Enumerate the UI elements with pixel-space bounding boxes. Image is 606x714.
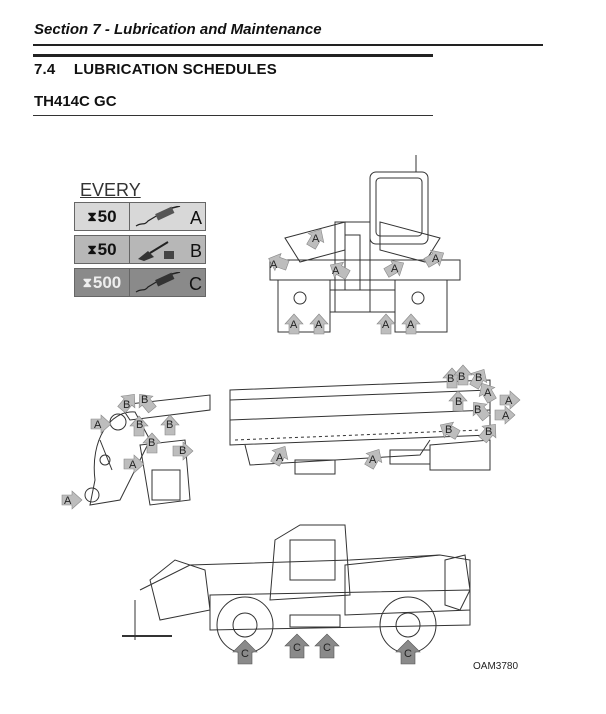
arrow-label-a: A bbox=[502, 410, 510, 422]
legend-code: B bbox=[130, 236, 205, 263]
arrow-label-b: B bbox=[485, 426, 492, 438]
arrow-label-a: A bbox=[64, 495, 72, 507]
arrow-label-b: B bbox=[136, 419, 143, 431]
brush-grease-icon bbox=[138, 241, 174, 261]
legend-code: A bbox=[130, 203, 205, 230]
arrow-label-a: A bbox=[369, 454, 377, 466]
hourglass-icon: ⧗ bbox=[87, 241, 97, 257]
arrow-label-a: A bbox=[505, 395, 513, 407]
boom-head-drawing bbox=[84, 394, 211, 506]
heading-number: 7.4 bbox=[34, 61, 56, 78]
arrow-label-a: A bbox=[94, 419, 102, 431]
arrow-label-c: C bbox=[404, 648, 412, 660]
arrow-label-a: A bbox=[407, 319, 415, 331]
arrow-label-c: C bbox=[293, 642, 301, 654]
rear-view-drawing bbox=[269, 155, 461, 333]
arrow-label-b: B bbox=[179, 445, 186, 457]
legend-code-letter: C bbox=[189, 274, 202, 294]
legend-code-letter: A bbox=[189, 208, 202, 228]
legend-code-letter: B bbox=[189, 241, 202, 261]
arrow-label-a: A bbox=[315, 319, 323, 331]
arrow-label-a: A bbox=[484, 387, 492, 399]
section-title: Section 7 - Lubrication and Maintenance bbox=[34, 21, 322, 38]
grease-gun-icon bbox=[135, 272, 181, 293]
legend-hours: ⧗ 50 bbox=[75, 236, 130, 263]
arrow-label-a: A bbox=[382, 319, 390, 331]
arrow-label-b: B bbox=[458, 371, 465, 383]
lubrication-legend: EVERY ⧗ 50 A ⧗ 50 B bbox=[74, 180, 206, 301]
header-rule bbox=[33, 44, 543, 46]
heading-main: 7.4 LUBRICATION SCHEDULES bbox=[34, 61, 277, 78]
arrow-label-a: A bbox=[276, 452, 284, 464]
heading-title: LUBRICATION SCHEDULES bbox=[73, 61, 277, 78]
arrow-label-a: A bbox=[312, 233, 320, 245]
model-heading: TH414C GC bbox=[34, 93, 117, 110]
arrow-label-b: B bbox=[166, 419, 173, 431]
arrow-label-b: B bbox=[447, 373, 454, 385]
legend-hours-value: 500 bbox=[92, 272, 122, 292]
arrow-label-b: B bbox=[475, 372, 482, 384]
legend-hours-value: 50 bbox=[97, 239, 117, 259]
arrow-label-b: B bbox=[123, 399, 130, 411]
arrow-label-c: C bbox=[323, 642, 331, 654]
arrow-label-b: B bbox=[455, 396, 462, 408]
boom-section-drawing bbox=[229, 379, 491, 475]
legend-row-b: ⧗ 50 B bbox=[74, 235, 206, 264]
legend-hours-value: 50 bbox=[97, 206, 117, 226]
arrow-label-c: C bbox=[241, 648, 249, 660]
heading-rule bbox=[33, 54, 433, 57]
machine-side-view-drawing bbox=[122, 524, 471, 654]
arrow-label-a: A bbox=[290, 319, 298, 331]
arrow-label-b: B bbox=[474, 404, 481, 416]
legend-code: C bbox=[130, 269, 205, 296]
hourglass-icon: ⧗ bbox=[82, 274, 92, 290]
arrow-label-a: A bbox=[270, 259, 278, 271]
legend-hours: ⧗ 50 bbox=[75, 203, 130, 230]
grease-gun-icon bbox=[135, 206, 181, 227]
arrow-label-b: B bbox=[445, 424, 452, 436]
arrow-label-a: A bbox=[129, 459, 137, 471]
arrow-label-b: B bbox=[148, 437, 155, 449]
model-rule bbox=[33, 115, 433, 116]
legend-hours: ⧗ 500 bbox=[75, 269, 130, 296]
hourglass-icon: ⧗ bbox=[87, 208, 97, 224]
figure-code: OAM3780 bbox=[473, 661, 519, 672]
arrow-label-a: A bbox=[391, 263, 399, 275]
legend-row-c: ⧗ 500 C bbox=[74, 268, 206, 297]
legend-title: EVERY bbox=[80, 180, 141, 200]
arrow-label-b: B bbox=[141, 394, 148, 406]
arrow-label-a: A bbox=[432, 253, 440, 265]
legend-row-a: ⧗ 50 A bbox=[74, 202, 206, 231]
arrow-label-a: A bbox=[332, 265, 340, 277]
